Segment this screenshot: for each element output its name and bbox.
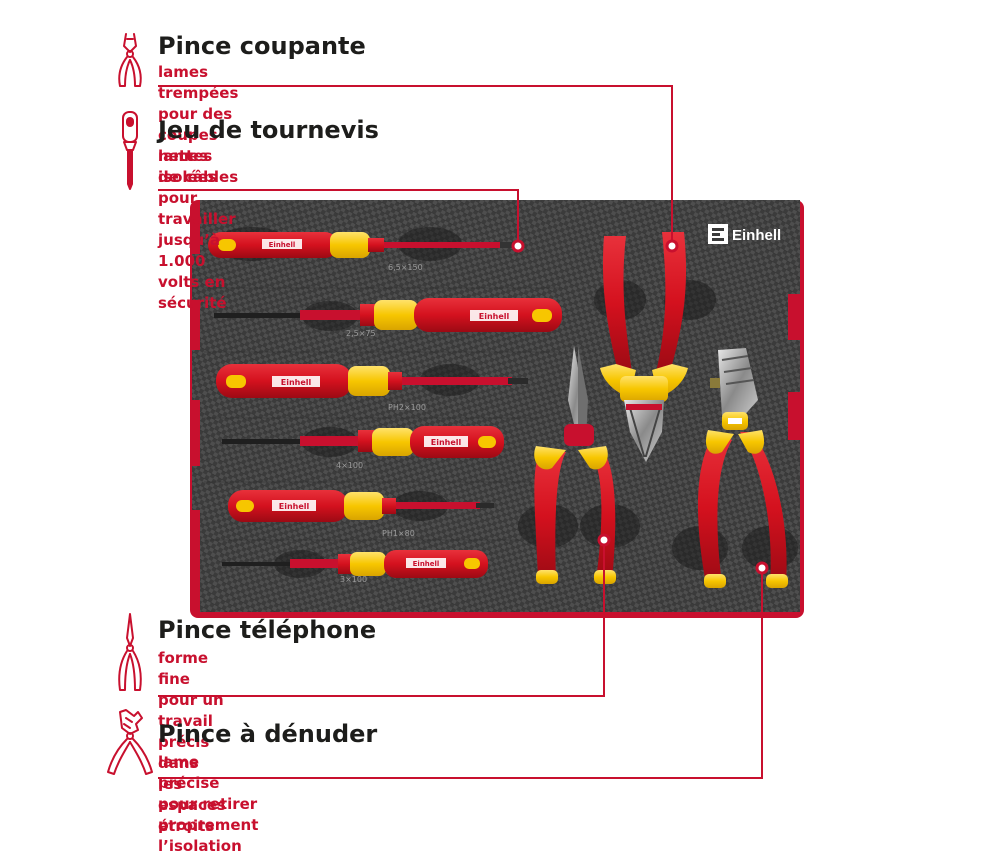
feature-description: lames isolées pour travailler jusqu’à 1.… [158,146,236,314]
cutting-pliers [594,232,716,462]
svg-text:Einhell: Einhell [479,312,510,321]
wire-stripper-pliers [672,348,798,588]
svg-text:Einhell: Einhell [269,241,296,249]
feature-description: lame précise pour retirer proprement l’i… [158,753,259,855]
size-label: 2,5×75 [346,329,376,338]
screwdriver-ph2x100: Einhell PH2×100 [216,364,528,412]
screwdriver-2-5x75: Einhell 2,5×75 [214,298,562,338]
screwdriver-ph1x80: Einhell PH1×80 [228,490,494,538]
svg-text:Einhell: Einhell [279,502,310,511]
feature-title: Pince coupante [158,32,366,60]
svg-text:Einhell: Einhell [732,227,781,244]
description-line: lames isolées pour travailler jusqu’à 1.… [158,147,236,270]
telephone-pliers-icon [118,613,142,691]
size-label: 6,5×150 [388,263,423,272]
svg-text:Einhell: Einhell [413,560,440,568]
svg-text:Einhell: Einhell [281,378,312,387]
feature-title: Pince à dénuder [158,720,378,748]
feature-description: lames trempées pour des coupes nettes de… [158,63,239,186]
feature-title: Jeu de tournevis [158,116,379,144]
svg-text:Einhell: Einhell [431,438,462,447]
einhell-logo: Einhell [708,224,781,244]
size-label: PH2×100 [388,403,426,412]
screwdriver-icon [122,111,138,190]
cutting-pliers-icon [118,33,142,87]
feature-title: Pince téléphone [158,616,377,644]
size-label: 4×100 [336,461,363,470]
wire-stripper-icon [107,709,153,775]
size-label: 3×100 [340,575,367,584]
description-line: volts en sécurité [158,273,227,312]
tool-tray-illustration: Einhell Einhell 6,5×150 Einhell 2,5×75 [190,200,804,618]
screwdriver-4x100: Einhell 4×100 [222,426,504,470]
size-label: PH1×80 [382,529,415,538]
